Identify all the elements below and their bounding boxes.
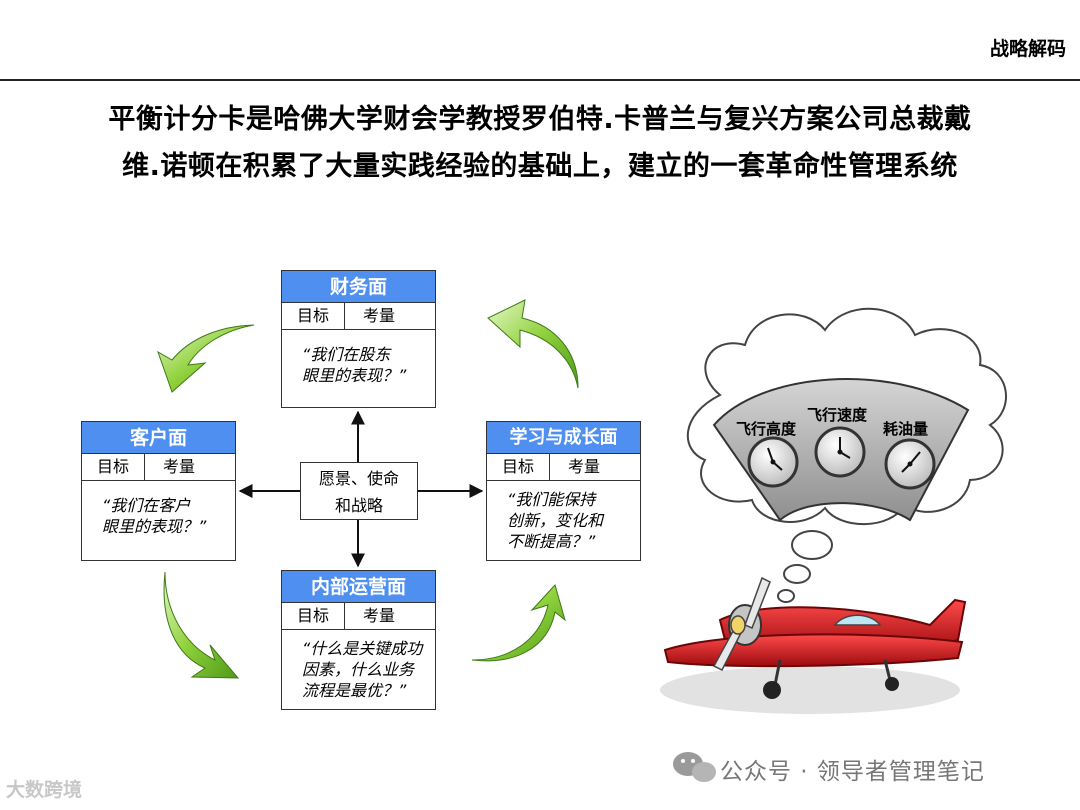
financial-title: 财务面: [282, 271, 435, 303]
objective-label: 目标: [282, 303, 345, 329]
instrument-panel: [712, 378, 970, 522]
learning-question-line: “我们能保持: [507, 490, 596, 509]
green-arrow-top-right: [487, 299, 579, 389]
measure-label: 考量: [363, 606, 396, 625]
learning-growth-title: 学习与成长面: [487, 422, 640, 454]
financial-columns: 目标 考量: [282, 303, 435, 330]
customer-question: “我们在客户 眼里的表现？”: [82, 481, 235, 537]
customer-title: 客户面: [82, 422, 235, 454]
customer-question-line: 眼里的表现？”: [102, 517, 207, 536]
header-divider: [0, 79, 1080, 81]
learning-question-line: 创新，变化和: [507, 511, 604, 530]
cycle-arrows: [157, 299, 579, 679]
internal-operations-question: “什么是关键成功 因素，什么业务 流程是最优？”: [282, 630, 435, 701]
fuel-label: 耗油量: [883, 420, 929, 438]
internal-operations-box: 内部运营面 目标 考量 “什么是关键成功 因素，什么业务 流程是最优？”: [281, 570, 436, 710]
measure-label: 考量: [363, 306, 396, 325]
objective-label: 目标: [487, 454, 550, 480]
speed-label: 飞行速度: [807, 406, 868, 424]
financial-question: “我们在股东 眼里的表现？”: [282, 330, 435, 386]
internal-operations-title: 内部运营面: [282, 571, 435, 603]
customer-box: 客户面 目标 考量 “我们在客户 眼里的表现？”: [81, 421, 236, 561]
learning-growth-question: “我们能保持 创新，变化和 不断提高？”: [487, 481, 640, 552]
altitude-label: 飞行高度: [736, 420, 797, 438]
financial-box: 财务面 目标 考量 “我们在股东 眼里的表现？”: [281, 270, 436, 408]
headline-line-1: 平衡计分卡是哈佛大学财会学教授罗伯特.卡普兰与复兴方案公司总裁戴: [108, 104, 972, 135]
green-arrow-top-left: [157, 324, 255, 393]
watermark-brand: 大数跨境: [6, 779, 83, 801]
speed-gauge-icon: [814, 426, 866, 478]
learning-question-line: 不断提高？”: [507, 532, 596, 551]
measure-label: 考量: [163, 457, 196, 476]
measure-label: 考量: [568, 457, 601, 476]
financial-question-line: 眼里的表现？”: [302, 366, 407, 385]
learning-growth-columns: 目标 考量: [487, 454, 640, 481]
wechat-account: 公众号 · 领导者管理笔记: [720, 759, 985, 785]
vision-line: 愿景、使命: [318, 469, 399, 488]
headline-line-2: 维.诺顿在积累了大量实践经验的基础上，建立的一套革命性管理系统: [122, 151, 958, 182]
internal-operations-columns: 目标 考量: [282, 603, 435, 630]
green-arrow-bottom-right: [471, 584, 566, 662]
financial-question-line: “我们在股东: [302, 345, 391, 364]
learning-growth-box: 学习与成长面 目标 考量 “我们能保持 创新，变化和 不断提高？”: [486, 421, 641, 561]
section-label: 战略解码: [989, 38, 1066, 60]
vision-strategy-box: 愿景、使命 和战略: [300, 462, 418, 520]
internal-question-line: 流程是最优？”: [302, 681, 407, 700]
customer-question-line: “我们在客户: [102, 496, 191, 515]
airplane-icon: [660, 576, 967, 714]
altitude-gauge-icon: [747, 436, 799, 488]
headline: 平衡计分卡是哈佛大学财会学教授罗伯特.卡普兰与复兴方案公司总裁戴 维.诺顿在积累…: [40, 96, 1040, 190]
objective-label: 目标: [82, 454, 145, 480]
wechat-icon: [673, 752, 716, 782]
internal-question-line: 因素，什么业务: [302, 660, 415, 679]
green-arrow-bottom-left: [163, 571, 240, 679]
strategy-line: 和战略: [334, 496, 383, 515]
objective-label: 目标: [282, 603, 345, 629]
customer-columns: 目标 考量: [82, 454, 235, 481]
internal-question-line: “什么是关键成功: [302, 639, 423, 658]
fuel-gauge-icon: [884, 438, 936, 490]
connector-arrows: [238, 410, 484, 568]
